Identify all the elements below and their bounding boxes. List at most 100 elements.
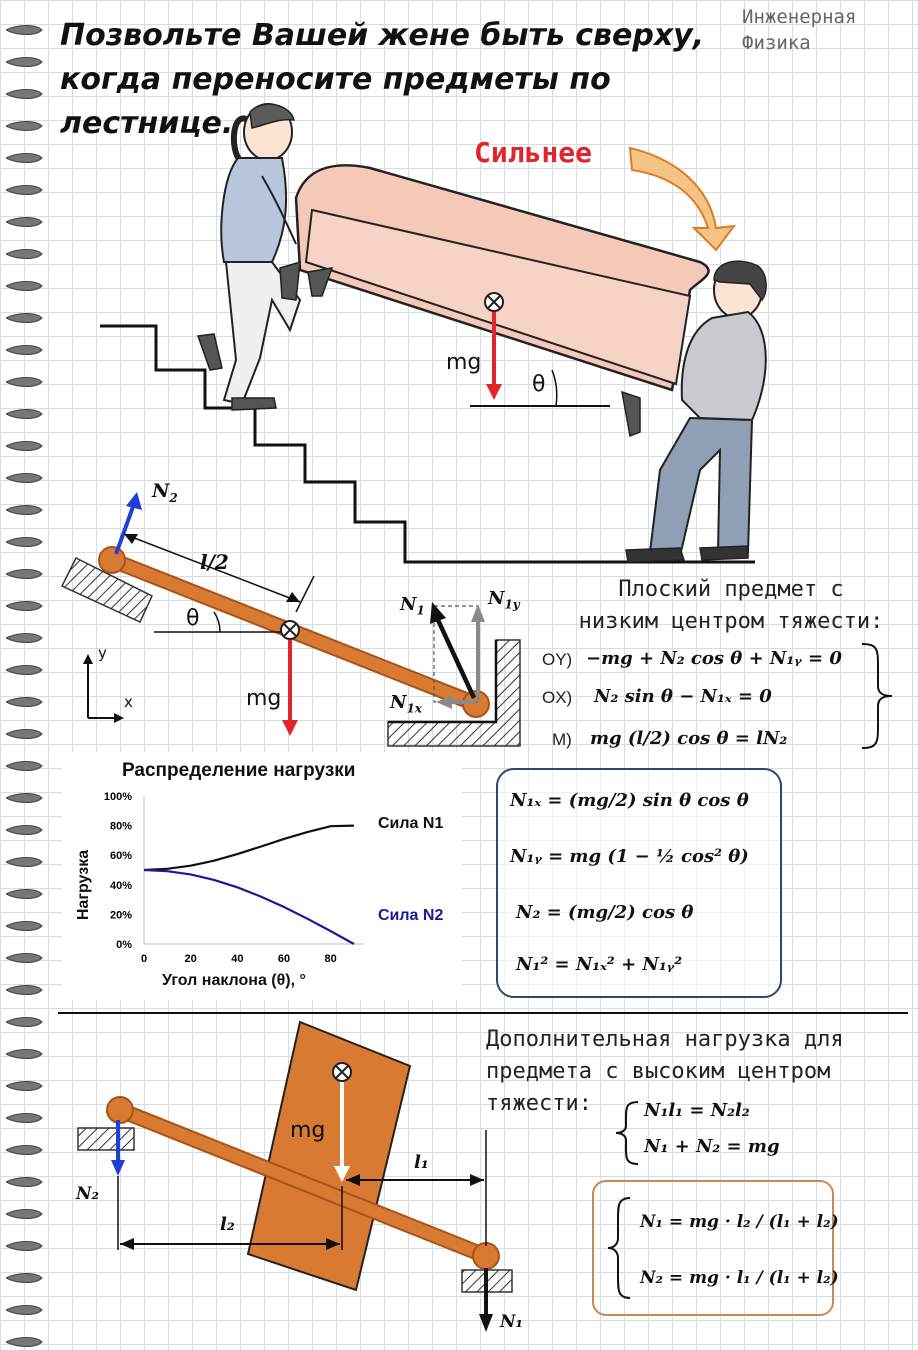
- chart-title: Распределение нагрузки: [122, 760, 356, 781]
- spiral-ring: [5, 1337, 43, 1347]
- rod-theta-label: θ: [186, 606, 200, 631]
- spiral-ring: [5, 953, 43, 963]
- left-block-support: [77, 1127, 135, 1151]
- ox-label: OX): [542, 688, 573, 707]
- oy-label: OY): [542, 650, 573, 669]
- high-cg-heading-line-3: тяжести:: [486, 1091, 592, 1116]
- system-eq-2: N₁ + N₂ = mg: [644, 1136, 780, 1157]
- half-length-label: l/2: [200, 550, 229, 574]
- low-cg-heading-line-1: Плоский предмет с: [618, 577, 844, 602]
- results-box: [496, 768, 782, 998]
- high-cg-heading-line-2: предмета с высоким центром: [486, 1059, 831, 1084]
- y-tick-label: 40%: [110, 880, 132, 892]
- equations-brace: [861, 643, 893, 749]
- equation-ox: N₂ sin θ − N₁ₓ = 0: [594, 686, 772, 707]
- n2-label: N2: [152, 480, 178, 505]
- spiral-ring: [5, 57, 43, 67]
- rod-mg-label: mg: [246, 686, 282, 711]
- results-brace: [607, 1197, 631, 1299]
- spiral-ring: [5, 985, 43, 995]
- x-tick-label: 60: [278, 953, 290, 965]
- stronger-label: Сильнее: [474, 136, 593, 169]
- brand-label: Инженерная Физика: [742, 4, 856, 56]
- spiral-ring: [5, 1241, 43, 1251]
- left-support: [60, 556, 153, 623]
- y-tick-label: 0%: [116, 939, 132, 951]
- sofa-angle-arc: [551, 369, 558, 407]
- n1y-label: N1y: [488, 588, 520, 612]
- high-n1-label: N₁: [500, 1312, 523, 1332]
- n1-label: N1: [400, 594, 425, 618]
- spiral-ring: [5, 1113, 43, 1123]
- spiral-ring: [5, 1209, 43, 1219]
- brand-line-2: Физика: [742, 32, 811, 54]
- series-line-1: [143, 824, 355, 872]
- spiral-ring: [5, 1049, 43, 1059]
- high-cg-results-box: [592, 1180, 834, 1316]
- system-brace: [615, 1101, 639, 1165]
- spiral-ring: [5, 249, 43, 259]
- y-tick-label: 80%: [110, 821, 132, 833]
- rod-left-end: [98, 546, 126, 574]
- spiral-ring: [5, 697, 43, 707]
- spiral-ring: [5, 217, 43, 227]
- title-line-1: Позвольте Вашей жене быть сверху,: [60, 18, 705, 53]
- equation-m: mg (l/2) cos θ = lN₂: [590, 728, 788, 749]
- spiral-ring: [5, 121, 43, 131]
- high-cg-heading: Дополнительная нагрузка для предмета с в…: [486, 1024, 896, 1120]
- load-distribution-chart: Распределение нагрузки Нагрузка Угол нак…: [62, 752, 462, 1000]
- box-mg-label: mg: [290, 1118, 326, 1143]
- spiral-ring: [5, 825, 43, 835]
- half-length-dimension: [123, 533, 301, 603]
- result-n1-squared: N₁² = N₁ₓ² + N₁ᵧ²: [516, 954, 683, 975]
- spiral-ring: [5, 505, 43, 515]
- spiral-ring: [5, 569, 43, 579]
- spiral-ring: [5, 185, 43, 195]
- n1x-label: N1x: [390, 692, 422, 716]
- stairs-scene: [100, 103, 767, 564]
- rod-angle-arc: [213, 611, 221, 633]
- result-n1x: N₁ₓ = (mg/2) sin θ cos θ: [510, 790, 749, 811]
- stairs: [100, 324, 755, 564]
- tall-box: [246, 1020, 412, 1292]
- spiral-ring: [5, 409, 43, 419]
- spiral-ring: [5, 537, 43, 547]
- spiral-ring: [5, 313, 43, 323]
- m-label: M): [552, 730, 572, 749]
- result-high-n1: N₁ = mg · l₂ / (l₁ + l₂): [640, 1212, 839, 1232]
- n2-arrow: [114, 503, 136, 555]
- equation-oy: −mg + N₂ cos θ + N₁ᵧ = 0: [586, 648, 842, 669]
- spiral-ring: [5, 633, 43, 643]
- rod-diagram-low-cg: [60, 492, 521, 747]
- series-label-2: Сила N2: [378, 907, 443, 924]
- rod-diagram-high-cg: [77, 1020, 513, 1332]
- l1-label: l₁: [414, 1152, 429, 1173]
- man-figure: [625, 260, 767, 563]
- x-axis-label: x: [124, 693, 133, 711]
- spiral-ring: [5, 921, 43, 931]
- low-cg-heading: Плоский предмет с низким центром тяжести…: [566, 574, 896, 638]
- spiral-ring: [5, 281, 43, 291]
- spiral-ring: [5, 345, 43, 355]
- stronger-arrow-icon: [628, 146, 737, 252]
- spiral-binding: [5, 25, 43, 1347]
- spiral-ring: [5, 377, 43, 387]
- y-tick-label: 60%: [110, 850, 132, 862]
- spiral-ring: [5, 153, 43, 163]
- page-title: Позвольте Вашей жене быть сверху, когда …: [60, 14, 760, 146]
- high-cg-heading-line-1: Дополнительная нагрузка для: [486, 1027, 844, 1052]
- spiral-ring: [5, 665, 43, 675]
- y-tick-label: 20%: [110, 909, 132, 921]
- spiral-ring: [5, 441, 43, 451]
- chart-axes: [143, 796, 364, 945]
- spiral-ring: [5, 1017, 43, 1027]
- spiral-ring: [5, 1177, 43, 1187]
- spiral-ring: [5, 25, 43, 35]
- x-tick-label: 20: [185, 953, 197, 965]
- spiral-ring: [5, 729, 43, 739]
- brand-line-1: Инженерная: [742, 6, 857, 28]
- spiral-ring: [5, 793, 43, 803]
- result-n2: N₂ = (mg/2) cos θ: [516, 902, 694, 923]
- spiral-ring: [5, 1273, 43, 1283]
- section-divider: [58, 1012, 908, 1014]
